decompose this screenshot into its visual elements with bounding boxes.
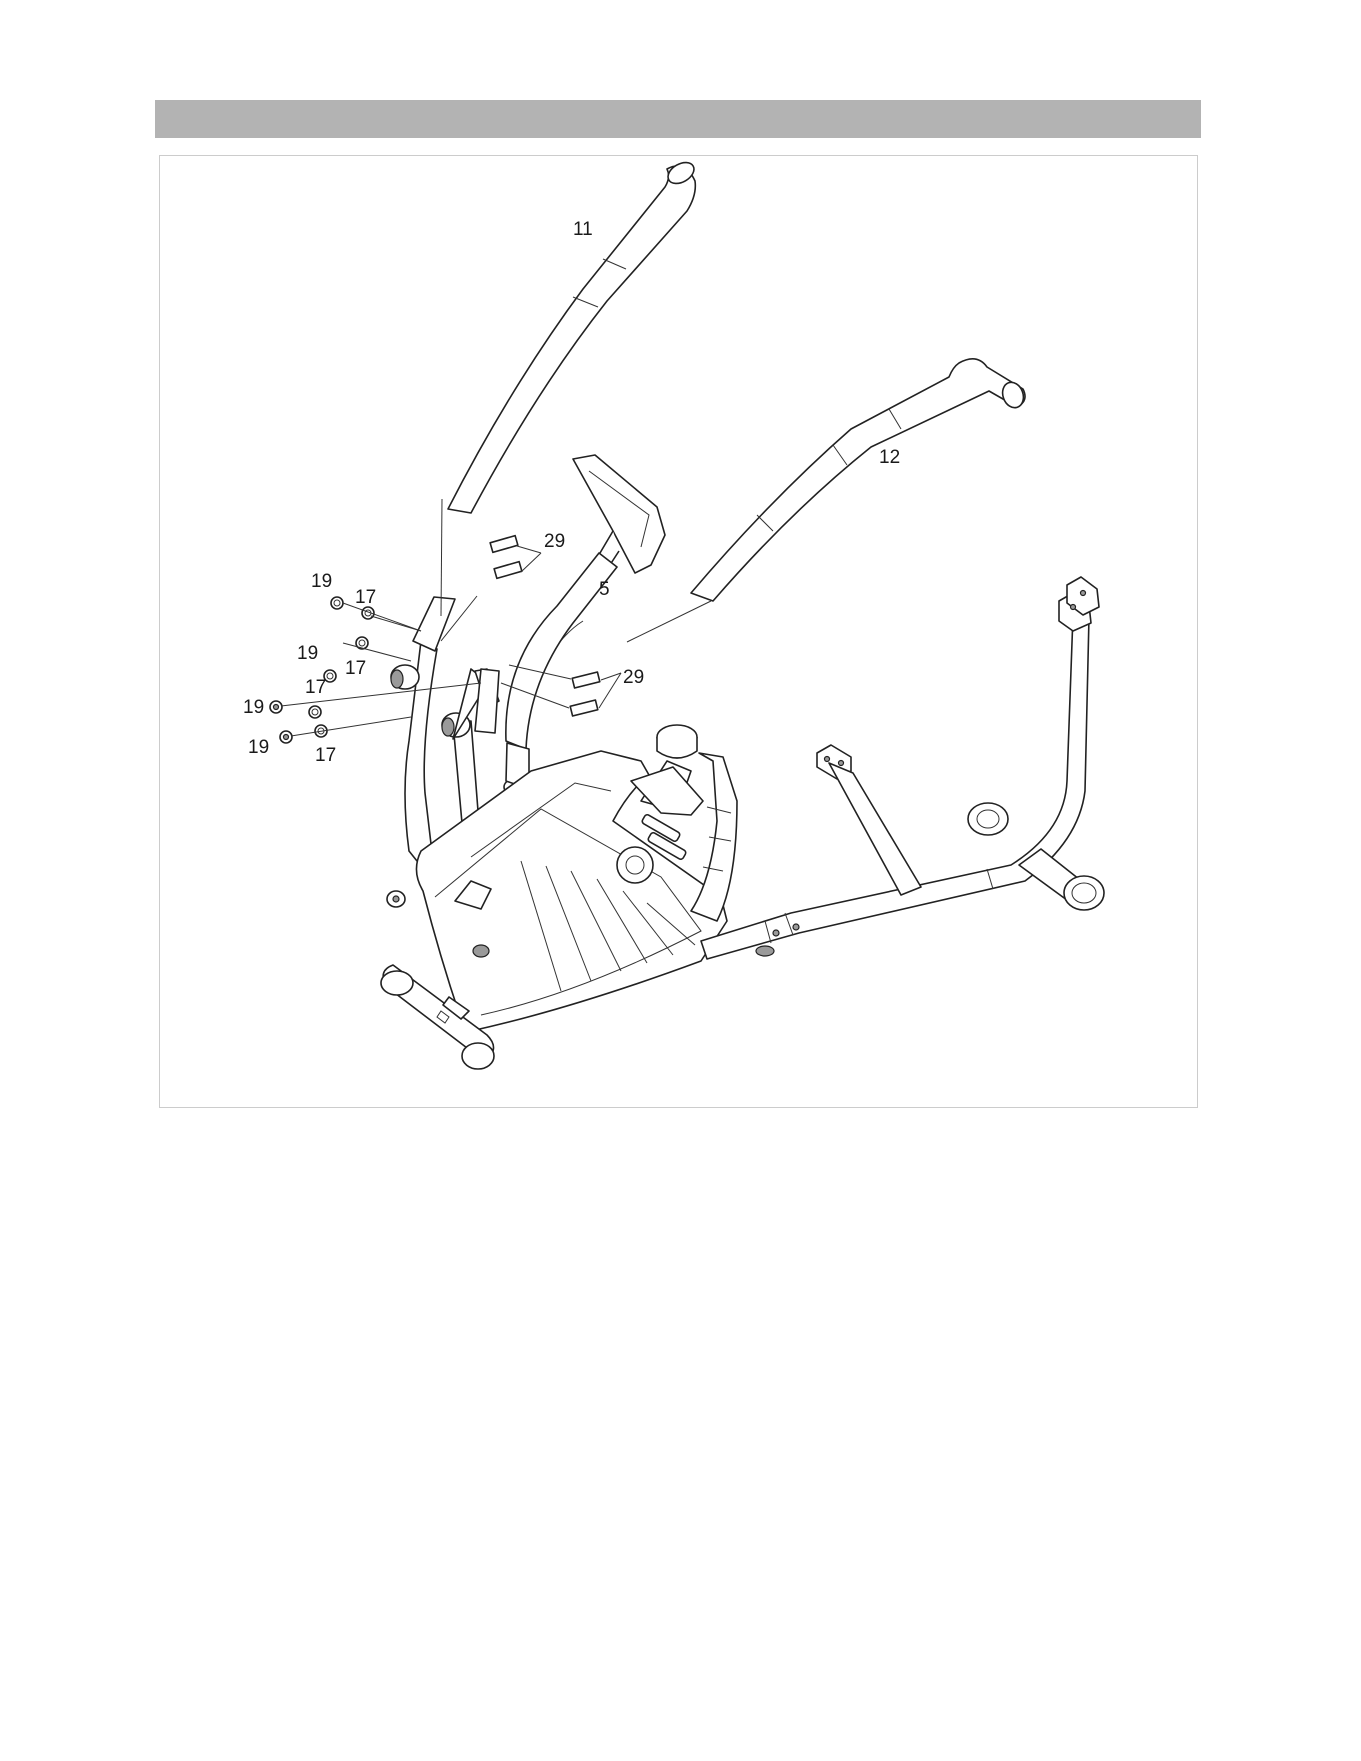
callout-19-d: 19 <box>248 737 269 758</box>
callout-12: 12 <box>879 447 900 468</box>
callout-17-d: 17 <box>315 745 336 766</box>
section-header-bar <box>155 100 1201 138</box>
callout-29-lower: 29 <box>623 667 644 688</box>
main-frame-rail <box>701 615 1089 959</box>
callout-19-c: 19 <box>243 697 264 718</box>
callout-11: 11 <box>573 219 593 240</box>
callout-5: 5 <box>599 579 610 600</box>
callout-17-a: 17 <box>355 587 376 608</box>
assembly-diagram-frame: 11 12 29 5 29 19 17 19 17 17 19 19 17 <box>159 155 1198 1108</box>
callout-19-a: 19 <box>311 571 332 592</box>
callout-17-b: 17 <box>345 658 366 679</box>
handlebar-12 <box>691 359 1027 601</box>
callout-29-upper: 29 <box>544 531 565 552</box>
callout-19-b: 19 <box>297 643 318 664</box>
rear-bracket <box>817 745 921 895</box>
callout-17-c: 17 <box>305 677 326 698</box>
assembly-diagram: 11 12 29 5 29 19 17 19 17 17 19 19 17 <box>160 156 1199 1109</box>
